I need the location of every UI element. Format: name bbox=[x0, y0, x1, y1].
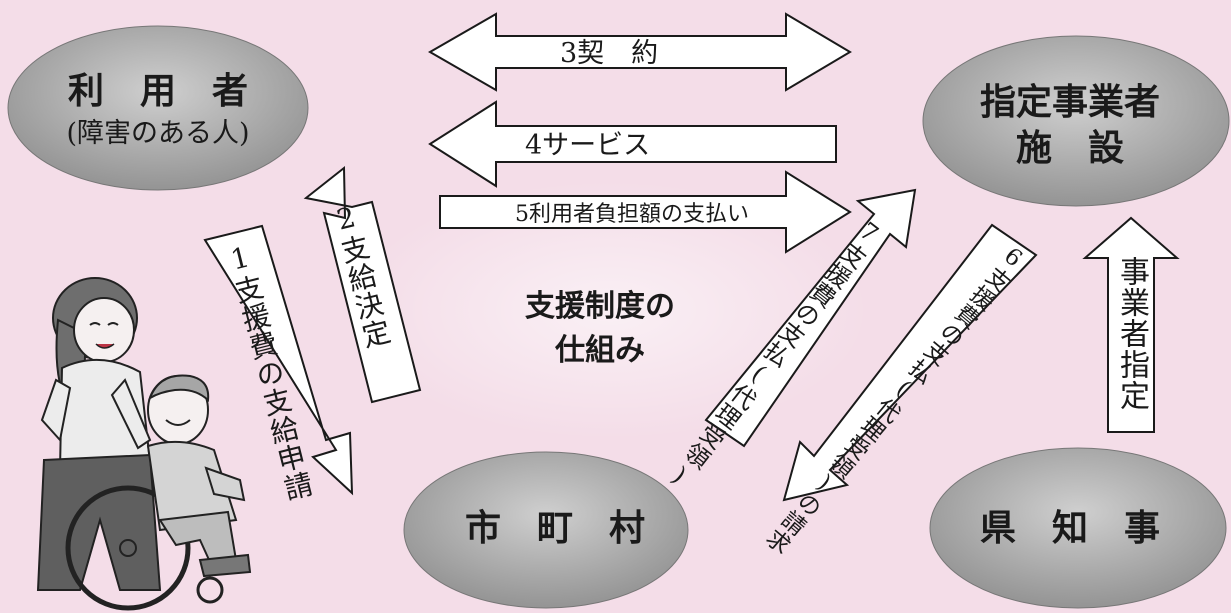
center-title-line1: 支援制度の bbox=[525, 289, 675, 324]
background-glow bbox=[350, 180, 870, 440]
municipality-node: 市 町 村 bbox=[403, 451, 689, 609]
decision-arrow bbox=[303, 165, 422, 404]
service-arrow: 4サービス bbox=[428, 100, 837, 188]
provider-node-title: 指定事業者 bbox=[980, 82, 1160, 123]
proxy-payment-arrow bbox=[704, 188, 917, 448]
caregiver-wheelchair-illustration bbox=[36, 277, 252, 611]
user-node: 利 用 者 (障害のある人) bbox=[7, 25, 309, 191]
payment-arrow: 5利用者負担額の支払い bbox=[439, 170, 852, 254]
governor-node-label: 県 知 事 bbox=[980, 508, 1160, 549]
municipality-node-label: 市 町 村 bbox=[465, 508, 645, 549]
center-title-line2: 仕組み bbox=[555, 333, 645, 368]
proxy-claim-arrow bbox=[782, 223, 1038, 502]
service-label: 4サービス bbox=[525, 130, 650, 161]
designation-label: 事業者指定 bbox=[1114, 256, 1149, 411]
contract-label: 3契 約 bbox=[560, 38, 658, 69]
contract-arrow: 3契 約 bbox=[427, 12, 852, 92]
designation-arrow bbox=[1082, 216, 1180, 433]
application-arrow bbox=[203, 224, 354, 496]
payment-label: 5利用者負担額の支払い bbox=[515, 202, 749, 227]
governor-node: 県 知 事 bbox=[929, 447, 1227, 609]
provider-node: 指定事業者 施 設 bbox=[922, 35, 1230, 207]
user-node-title: 利 用 者 bbox=[68, 71, 248, 112]
provider-node-subtitle: 施 設 bbox=[1016, 128, 1124, 169]
center-title: 支援制度の 仕組み bbox=[480, 285, 720, 373]
user-node-subtitle: (障害のある人) bbox=[66, 118, 249, 149]
